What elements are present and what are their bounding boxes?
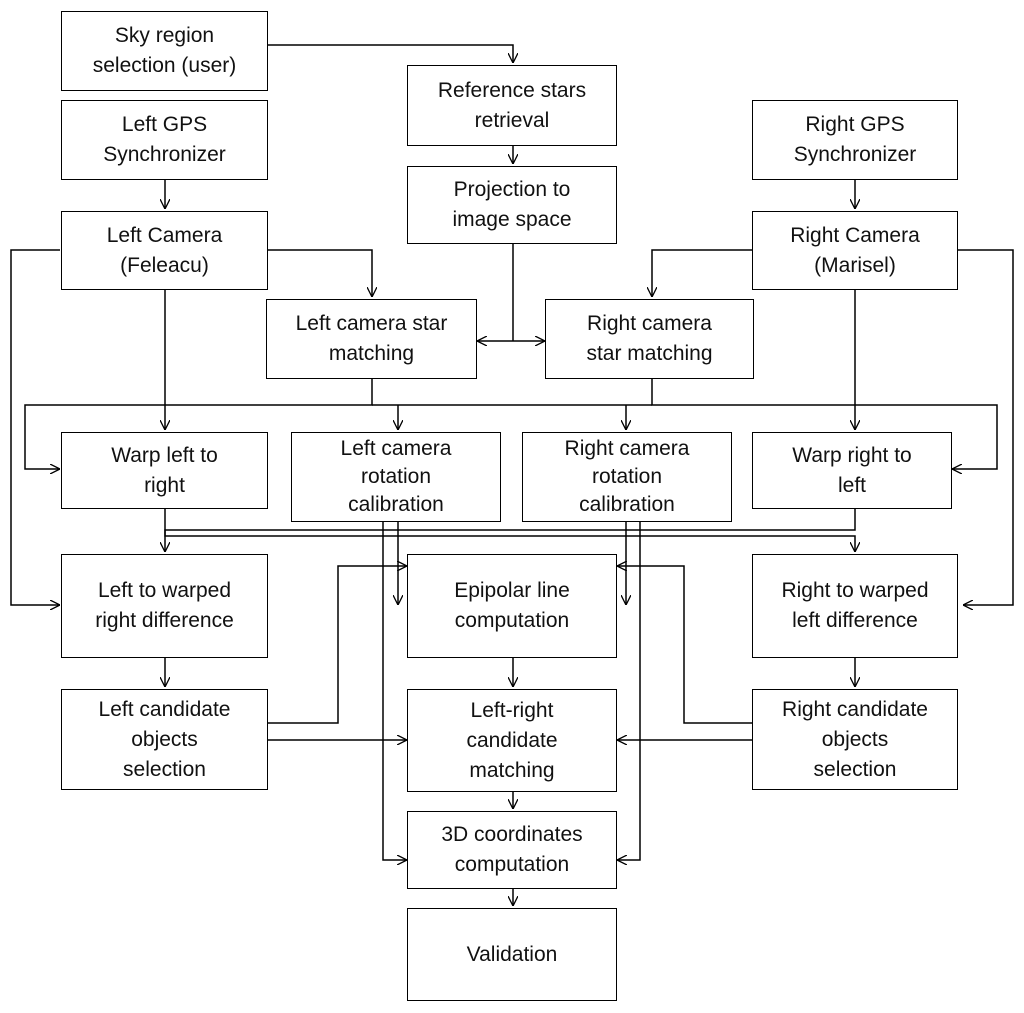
lr-matching-line-2: candidate (466, 728, 558, 752)
edge-leftcamera-to-leftstar (268, 249, 372, 297)
warp-left-line-2: right (144, 473, 185, 497)
sky-region-line-2: selection (user) (92, 54, 237, 77)
edge-warpright-down (165, 509, 856, 552)
right-star-matching-line-1: Right camera (587, 312, 712, 335)
right-rotation-line-2: rotation (591, 465, 663, 488)
left-camera-line-1: Left Camera (106, 223, 223, 247)
right-star-matching-line-2: star matching (586, 342, 713, 365)
right-diff-line-2: left difference (792, 609, 918, 632)
lr-matching-line-1: Left-right (470, 698, 554, 722)
warp-right-to-left-box: Warp right to left (752, 432, 952, 509)
right-candidate-objects-selection-box: Right candidate objects selection (752, 689, 958, 790)
left-candidates-line-1: Left candidate (98, 697, 231, 721)
right-camera-star-matching-box: Right camera star matching (545, 299, 754, 379)
edge-rightcand-to-epipolar (617, 566, 752, 724)
edge-rightcamera-to-rightstar (652, 249, 752, 297)
right-camera-line-2: (Marisel) (814, 253, 896, 277)
left-diff-line-2: right difference (95, 609, 234, 632)
edge-rightcamera-to-rightdiff (958, 249, 1014, 605)
right-rotation-line-1: Right camera (564, 437, 690, 460)
warp-right-line-2: left (837, 473, 866, 497)
right-candidates-line-1: Right candidate (782, 697, 928, 721)
right-candidates-line-3: selection (813, 757, 897, 781)
right-to-warped-left-difference-box: Right to warped left difference (752, 554, 958, 658)
warp-right-line-1: Warp right to (792, 443, 912, 467)
left-candidates-line-3: selection (123, 757, 206, 781)
right-camera-box: Right Camera (Marisel) (752, 211, 958, 290)
left-rotation-line-2: rotation (360, 465, 432, 488)
validation-line-1: Validation (466, 942, 558, 966)
left-gps-line-1: Left GPS (121, 113, 208, 136)
reference-stars-retrieval-box: Reference stars retrieval (407, 65, 617, 146)
left-gps-synchronizer-box: Left GPS Synchronizer (61, 100, 268, 180)
left-to-warped-right-difference-box: Left to warped right difference (61, 554, 268, 658)
right-candidates-line-2: objects (821, 727, 889, 751)
right-gps-synchronizer-box: Right GPS Synchronizer (752, 100, 958, 180)
left-star-matching-line-2: matching (328, 342, 415, 365)
left-right-candidate-matching-box: Left-right candidate matching (407, 689, 617, 792)
epipolar-line-computation-box: Epipolar line computation (407, 554, 617, 658)
edge-star-bus-right (651, 379, 998, 469)
edge-leftcand-to-epipolar (268, 566, 407, 724)
coords3d-line-2: computation (454, 853, 570, 876)
projection-to-image-space-box: Projection to image space (407, 166, 617, 244)
edge-sky-to-refstars (268, 44, 513, 63)
left-camera-box: Left Camera (Feleacu) (61, 211, 268, 290)
edge-star-bus (24, 379, 373, 469)
edge-rightrotation-to-3d (617, 522, 641, 860)
warp-left-to-right-box: Warp left to right (61, 432, 268, 509)
epipolar-line-2: computation (454, 609, 570, 632)
left-rotation-line-1: Left camera (340, 437, 452, 460)
lr-matching-line-3: matching (469, 758, 555, 782)
sky-region-line-1: Sky region (114, 24, 215, 47)
left-camera-line-2: (Feleacu) (120, 253, 209, 277)
left-candidate-objects-selection-box: Left candidate objects selection (61, 689, 268, 790)
edge-leftcamera-to-leftdiff (10, 249, 60, 605)
left-candidates-line-2: objects (131, 727, 198, 751)
projection-line-1: Projection to (453, 178, 571, 201)
ref-stars-line-2: retrieval (474, 108, 550, 132)
right-gps-line-2: Synchronizer (793, 143, 917, 166)
projection-line-2: image space (452, 208, 572, 231)
right-camera-line-1: Right Camera (790, 223, 920, 247)
left-gps-line-2: Synchronizer (103, 143, 226, 166)
right-gps-line-1: Right GPS (805, 113, 905, 136)
right-diff-line-1: Right to warped (781, 579, 929, 602)
3d-coordinates-computation-box: 3D coordinates computation (407, 811, 617, 889)
left-star-matching-line-1: Left camera star (295, 312, 448, 335)
left-camera-star-matching-box: Left camera star matching (266, 299, 477, 379)
warp-left-line-1: Warp left to (111, 443, 218, 467)
edge-leftrotation-to-3d (382, 522, 407, 860)
epipolar-line-1: Epipolar line (454, 579, 570, 602)
sky-region-selection-box: Sky region selection (user) (61, 11, 268, 91)
left-camera-rotation-calibration-box: Left camera rotation calibration (291, 432, 501, 522)
left-rotation-line-3: calibration (348, 493, 444, 516)
edge-warpleft-down (164, 509, 855, 552)
right-camera-rotation-calibration-box: Right camera rotation calibration (522, 432, 732, 522)
left-diff-line-1: Left to warped (97, 579, 232, 602)
right-rotation-line-3: calibration (579, 493, 675, 516)
validation-box: Validation (407, 908, 617, 1001)
ref-stars-line-1: Reference stars (437, 78, 587, 102)
coords3d-line-1: 3D coordinates (441, 823, 583, 846)
